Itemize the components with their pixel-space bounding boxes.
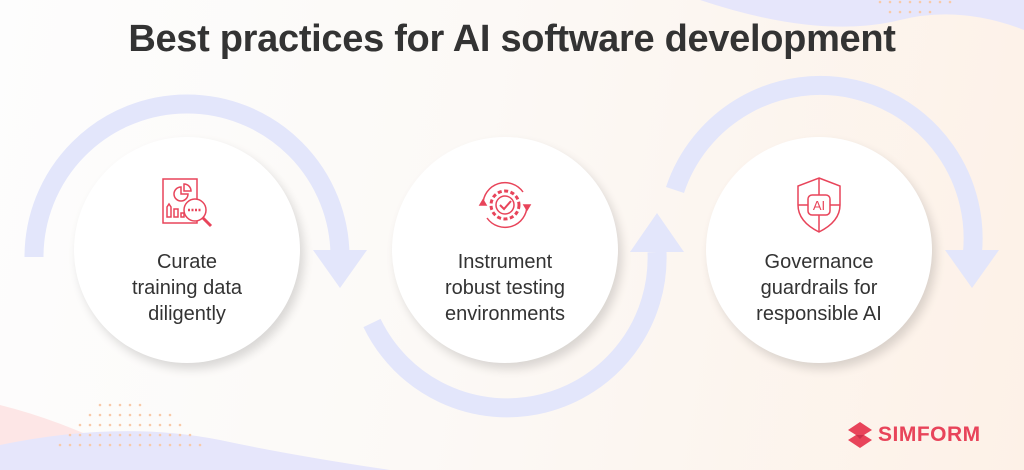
simform-logo: SIMFORM [846,421,981,449]
simform-logo-text: SIMFORM [878,423,981,446]
ai-glyph: AI [813,198,825,213]
simform-logo-mark-icon [848,422,872,448]
arc-arrow-3 [665,75,983,259]
step-label-1: Curate training data diligently [131,251,243,325]
step-card-2: Instrument robust testing environments [392,137,618,363]
ai-shield-icon: AI [797,177,841,233]
dot-pattern [58,0,952,447]
step-label-3: Governance guardrails for responsible AI [756,251,882,325]
bottom-left-lavender-blob [0,431,390,470]
gear-check-cycle-icon [478,181,532,229]
arrowhead-2 [630,213,684,252]
step-card-1: Curate training data diligently [74,137,300,363]
arrowhead-1 [313,250,367,288]
top-right-blob [700,0,1024,30]
arrowhead-3 [945,250,999,288]
arc-arrow-1 [24,94,350,258]
arc-arrow-2 [363,251,667,418]
data-analysis-icon [162,178,213,228]
step-card-3: AI Governance guardrails for responsible… [706,137,932,363]
page-title: Best practices for AI software developme… [128,18,896,60]
step-label-2: Instrument robust testing environments [444,251,566,325]
